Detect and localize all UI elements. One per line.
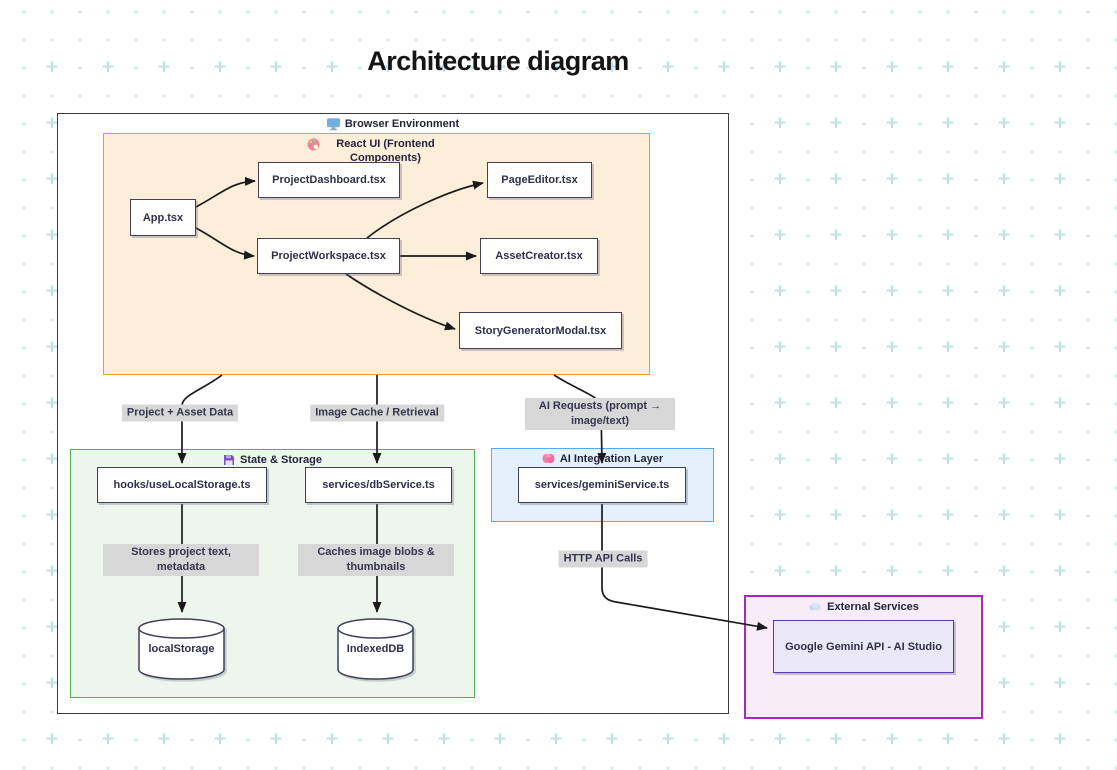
node-asset-creator-label: AssetCreator.tsx: [495, 250, 583, 262]
cluster-browser-label: Browser Environment: [58, 117, 728, 131]
node-story-generator-modal-label: StoryGeneratorModal.tsx: [474, 324, 607, 337]
node-page-editor: PageEditor.tsx: [487, 162, 592, 198]
node-app-label: App.tsx: [142, 211, 184, 224]
cluster-storage-label: State & Storage: [71, 453, 474, 467]
page-title: Architecture diagram: [367, 46, 629, 76]
palette-icon: [307, 138, 320, 151]
brain-icon: [542, 453, 555, 464]
node-db-service-label: services/dbService.ts: [322, 479, 435, 491]
edge-label-project-asset-data: Project + Asset Data: [121, 404, 239, 422]
monitor-icon: [326, 118, 340, 131]
node-localstorage-label: localStorage: [148, 643, 215, 655]
cluster-ai-label: AI Integration Layer: [492, 452, 713, 466]
edge-label-ai-requests: AI Requests (prompt → image/text): [525, 398, 675, 430]
node-gemini-service: services/geminiService.ts: [518, 467, 686, 503]
cluster-browser-text: Browser Environment: [344, 118, 460, 130]
node-story-generator-modal: StoryGeneratorModal.tsx: [459, 312, 622, 349]
node-page-editor-label: PageEditor.tsx: [501, 174, 578, 186]
node-google-gemini-api-label: Google Gemini API - AI Studio: [785, 640, 942, 653]
floppy-disk-icon: [223, 454, 235, 466]
node-google-gemini-api: Google Gemini API - AI Studio: [773, 620, 954, 673]
cluster-external-text: External Services: [827, 601, 919, 613]
edge-label-http-api-calls: HTTP API Calls: [558, 550, 648, 568]
node-project-dashboard: ProjectDashboard.tsx: [258, 162, 400, 198]
node-project-workspace: ProjectWorkspace.tsx: [257, 238, 400, 274]
cluster-react-label: React UI (Frontend Components): [104, 137, 649, 165]
node-app-tsx: App.tsx: [130, 199, 196, 236]
node-use-local-storage-label: hooks/useLocalStorage.ts: [113, 479, 251, 491]
node-indexeddb: IndexedDB: [336, 617, 415, 681]
edge-label-caches-blobs: Caches image blobs & thumbnails: [298, 544, 454, 576]
node-asset-creator: AssetCreator.tsx: [480, 238, 598, 274]
edge-label-stores-project: Stores project text, metadata: [103, 544, 259, 576]
cylinder-shape: [138, 618, 225, 680]
cloud-icon: [808, 601, 822, 611]
node-project-dashboard-label: ProjectDashboard.tsx: [272, 174, 386, 186]
node-use-local-storage: hooks/useLocalStorage.ts: [97, 467, 267, 503]
node-localstorage-db: localStorage: [137, 617, 226, 681]
cluster-storage-text: State & Storage: [240, 454, 322, 466]
cluster-external-label: External Services: [746, 600, 981, 614]
node-indexeddb-label: IndexedDB: [346, 643, 405, 655]
node-db-service: services/dbService.ts: [305, 467, 452, 503]
edge-label-image-cache: Image Cache / Retrieval: [310, 404, 444, 422]
cluster-react-text: React UI (Frontend Components): [336, 138, 435, 164]
node-project-workspace-label: ProjectWorkspace.tsx: [271, 250, 386, 262]
cylinder-shape: [337, 618, 414, 680]
node-gemini-service-label: services/geminiService.ts: [534, 479, 670, 491]
cluster-ai-text: AI Integration Layer: [559, 453, 664, 465]
